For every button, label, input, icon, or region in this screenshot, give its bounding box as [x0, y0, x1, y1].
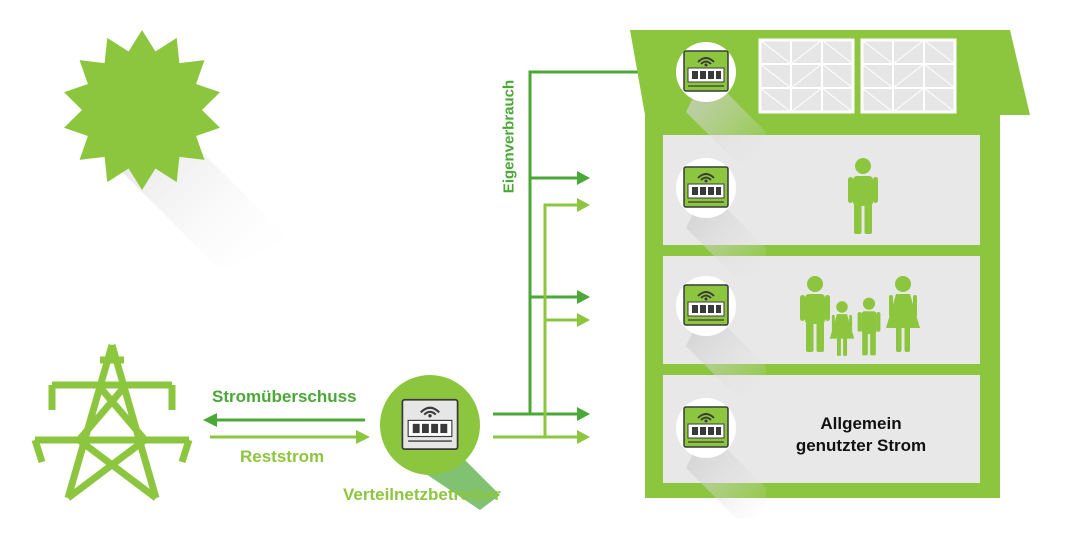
common-power-label: Allgemein genutzter Strom [776, 413, 946, 457]
surplus-label: Stromüberschuss [212, 387, 357, 406]
common-power-line1: Allgemein [820, 414, 902, 433]
self-consumption-label: Eigenverbrauch [500, 79, 518, 194]
surplus-arrow [203, 413, 365, 427]
flow-arrowheads [577, 171, 590, 444]
common-power-line2: genutzter Strom [795, 436, 927, 455]
solar-panel-icon [758, 38, 957, 114]
power-pylon-icon [31, 344, 193, 501]
sun-icon [64, 30, 290, 270]
operator-meter [380, 375, 500, 510]
operator-label: Verteilnetzbetreiber [343, 485, 501, 504]
residual-label: Reststrom [240, 447, 325, 466]
self-consumption-bus [493, 70, 668, 439]
residual-arrow [210, 430, 370, 444]
